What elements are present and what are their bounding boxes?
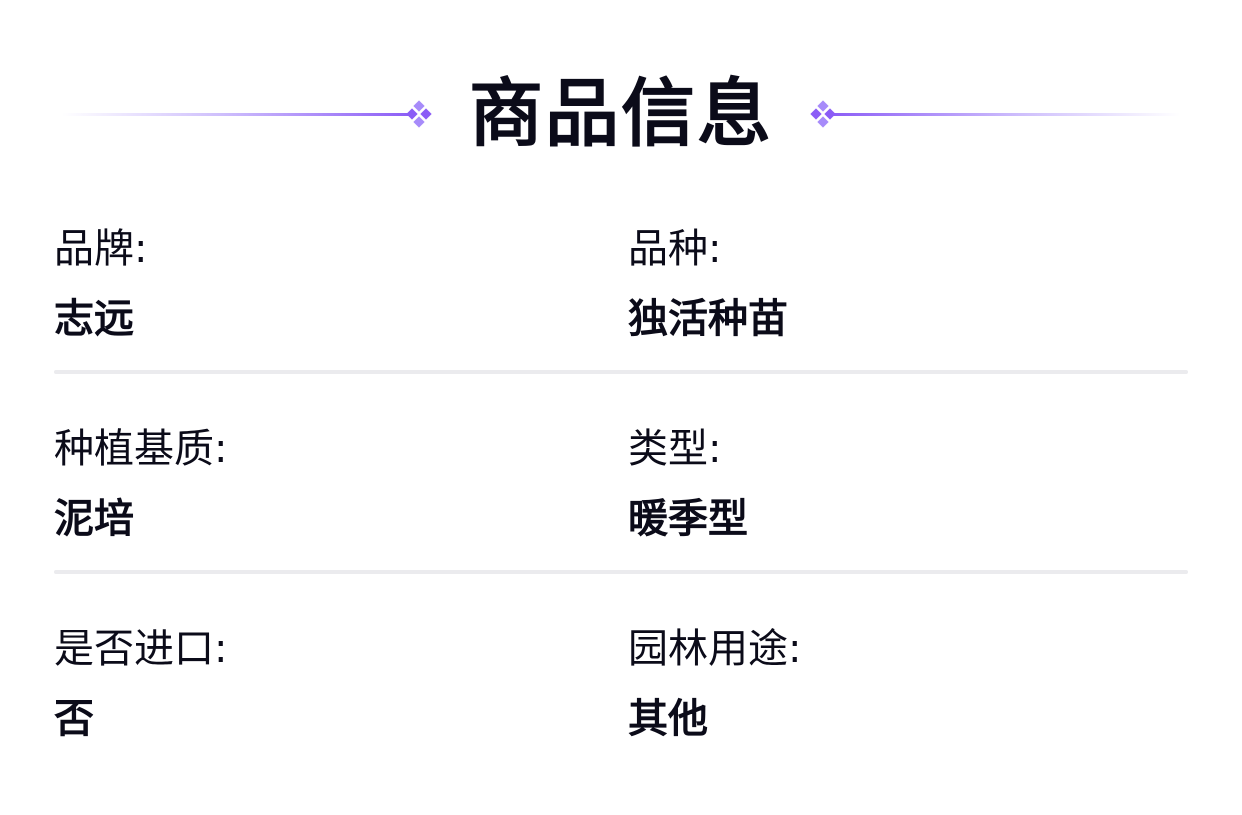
- attribute-value: 独活种苗: [628, 296, 788, 342]
- attribute-item-brand: 品牌: 志远: [54, 222, 147, 346]
- attribute-label: 种植基质:: [54, 426, 228, 472]
- attribute-value: 暖季型: [628, 496, 748, 542]
- diamond-cluster-icon: [404, 98, 436, 130]
- attribute-row: 品牌: 志远 品种: 独活种苗: [54, 200, 1188, 400]
- attribute-item-garden-use: 园林用途: 其他: [628, 622, 801, 746]
- page-title: 商品信息: [469, 71, 773, 157]
- attribute-row: 种植基质: 泥培 类型: 暖季型: [54, 400, 1188, 600]
- section-header: 商品信息: [0, 62, 1242, 162]
- row-divider: [54, 370, 1188, 374]
- attribute-label: 园林用途:: [628, 626, 802, 672]
- attribute-item-substrate: 种植基质: 泥培: [54, 422, 227, 546]
- row-divider: [54, 570, 1188, 574]
- attribute-value: 否: [54, 696, 94, 742]
- attribute-item-variety: 品种: 独活种苗: [628, 222, 788, 346]
- attribute-value: 其他: [628, 696, 708, 742]
- attribute-label: 是否进口:: [54, 626, 228, 672]
- header-right-line: [828, 113, 1180, 116]
- attribute-item-imported: 是否进口: 否: [54, 622, 227, 746]
- attribute-row: 是否进口: 否 园林用途: 其他: [54, 600, 1188, 800]
- attribute-value: 志远: [54, 296, 134, 342]
- attribute-list: 品牌: 志远 品种: 独活种苗 种植基质: 泥培 类型: 暖季型 是否进口:: [54, 200, 1188, 800]
- attribute-value: 泥培: [54, 496, 134, 542]
- attribute-item-type: 类型: 暖季型: [628, 422, 748, 546]
- attribute-label: 品种:: [628, 226, 722, 272]
- header-left-line: [62, 113, 414, 116]
- attribute-label: 品牌:: [54, 226, 148, 272]
- attribute-label: 类型:: [628, 426, 722, 472]
